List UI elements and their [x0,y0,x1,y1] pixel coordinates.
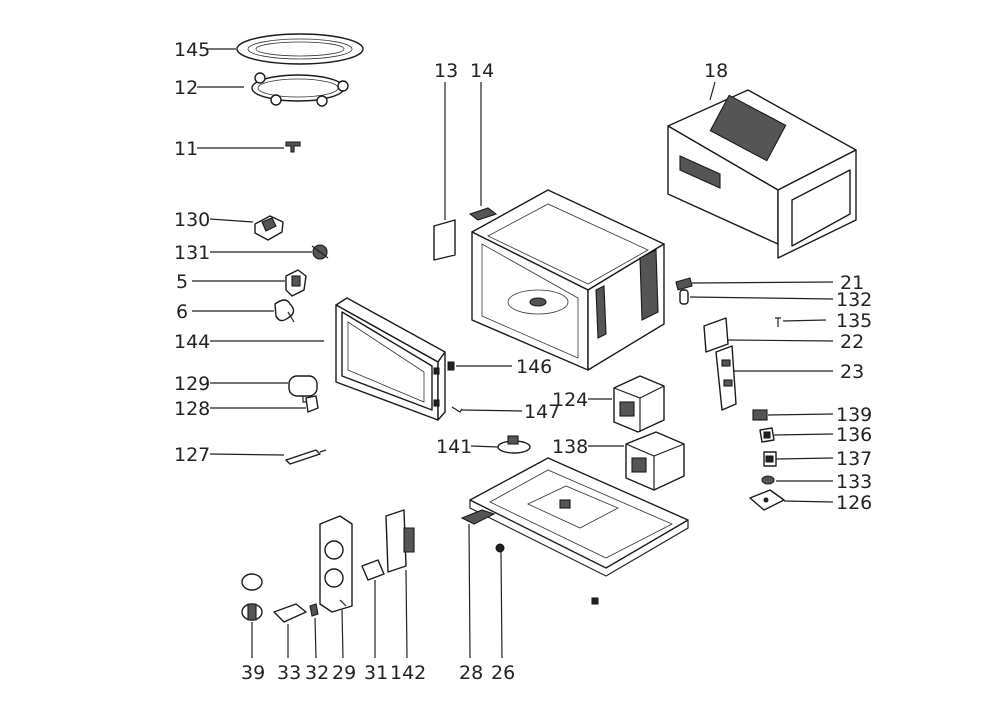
label-147: 147 [524,401,560,423]
part-146-hook [447,361,455,371]
label-22: 22 [840,331,864,353]
part-129-capacitor [288,375,318,403]
label-144: 144 [174,331,210,353]
label-124: 124 [552,389,588,411]
label-126: 126 [836,492,872,514]
label-6: 6 [176,301,188,323]
part-132-component [679,289,689,305]
label-31: 31 [364,662,388,684]
part-31-bracket [361,559,385,581]
part-33-button [273,603,307,623]
part-23-latch-board [715,345,737,411]
part-128-bracket [305,395,319,413]
label-138: 138 [552,436,588,458]
label-141: 141 [436,436,472,458]
label-142: 142 [390,662,426,684]
label-18: 18 [704,60,728,82]
label-5: 5 [176,271,188,293]
part-130-component [254,215,284,241]
label-26: 26 [491,662,515,684]
part-22-bracket [703,317,729,353]
label-131: 131 [174,242,210,264]
label-21: 21 [840,272,864,294]
label-13: 13 [434,60,458,82]
part-145-turntable-glass [236,33,364,65]
part-124-magnetron [613,375,665,433]
part-cavity-assembly [471,189,665,371]
label-133: 133 [836,471,872,493]
label-135: 135 [836,310,872,332]
label-29: 29 [332,662,356,684]
part-5-component [285,269,307,297]
label-130: 130 [174,209,210,231]
part-147-hook [451,406,463,413]
part-18-outer-case [667,89,857,259]
part-131-motor [311,244,329,260]
part-137-switch [763,451,777,467]
part-base-screw [591,597,599,605]
part-14-bracket [468,207,498,221]
label-127: 127 [174,444,210,466]
label-139: 139 [836,404,872,426]
label-32: 32 [305,662,329,684]
part-138-transformer [625,431,685,491]
part-21-component [675,277,693,291]
part-32-spring [309,603,319,617]
label-129: 129 [174,373,210,395]
part-139-switch [752,409,768,421]
label-12: 12 [174,77,198,99]
label-14: 14 [470,60,494,82]
label-132: 132 [836,289,872,311]
part-136-switch [759,427,775,443]
label-128: 128 [174,398,210,420]
part-labels: 145 12 11 130 131 5 6 144 129 128 127 13… [174,39,872,684]
label-136: 136 [836,424,872,446]
part-base-plate [469,457,689,577]
part-26-foot [495,543,505,553]
leader-lines [192,48,834,659]
part-135-screw [775,317,781,327]
part-11-coupler [285,141,301,153]
label-145: 145 [174,39,210,61]
part-28-bracket [460,509,496,525]
label-39: 39 [241,662,265,684]
part-29-control-panel [319,515,353,613]
label-33: 33 [277,662,301,684]
part-6-fan [274,299,295,323]
part-142-control-board [385,509,415,573]
part-39-knob [241,573,263,621]
part-141-motor [497,435,531,454]
label-11: 11 [174,138,198,160]
label-137: 137 [836,448,872,470]
part-127-fuse [285,449,327,465]
label-28: 28 [459,662,483,684]
part-13-mica-cover [433,219,456,261]
label-23: 23 [840,361,864,383]
part-126-plate [749,489,785,511]
label-146: 146 [516,356,552,378]
part-133-component [761,475,775,485]
part-12-roller-ring [251,72,349,107]
part-144-door [335,297,446,421]
